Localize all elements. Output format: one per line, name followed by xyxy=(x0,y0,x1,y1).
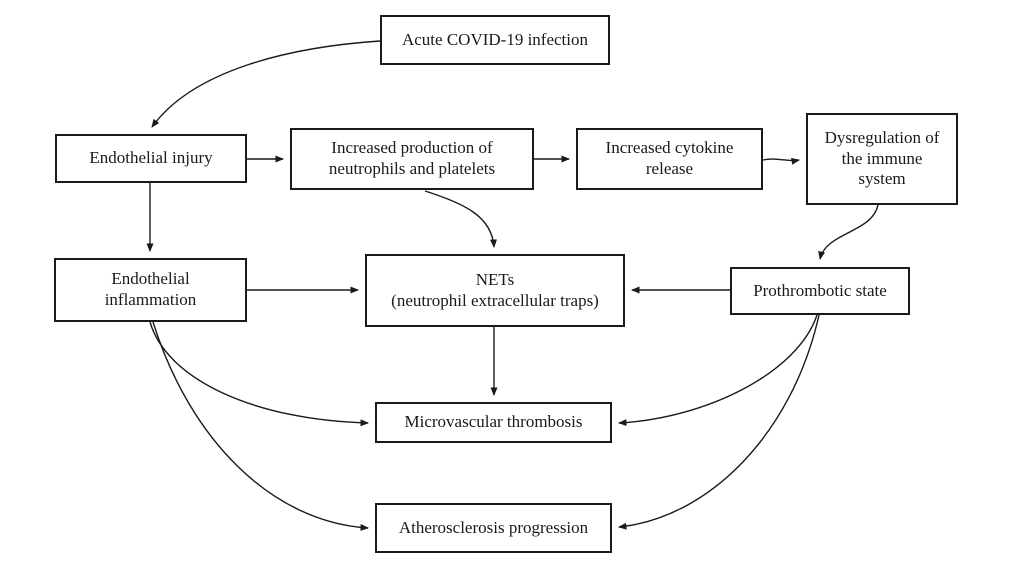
arrow-acute-covid-to-endothelial-injury xyxy=(151,40,381,128)
node-increased-production: Increased production of neutrophils and … xyxy=(290,128,534,190)
node-atherosclerosis-progression: Atherosclerosis progression xyxy=(375,503,612,553)
arrow-endothelial-inflammation-to-microvascular-thrombosis xyxy=(149,321,369,427)
node-prothrombotic-state: Prothrombotic state xyxy=(730,267,910,315)
arrow-prothrombotic-state-to-microvascular-thrombosis xyxy=(618,314,818,427)
arrow-increased-production-to-nets xyxy=(424,190,498,248)
node-microvascular-thrombosis: Microvascular thrombosis xyxy=(375,402,612,443)
arrow-immune-dysregulation-to-prothrombotic-state xyxy=(818,204,879,260)
arrow-prothrombotic-state-to-atherosclerosis xyxy=(618,314,820,530)
node-increased-cytokine-release: Increased cytokine release xyxy=(576,128,763,190)
node-endothelial-inflammation: Endothelial inflammation xyxy=(54,258,247,322)
node-endothelial-injury: Endothelial injury xyxy=(55,134,247,183)
arrow-endothelial-inflammation-to-atherosclerosis xyxy=(152,321,369,532)
node-immune-dysregulation: Dysregulation of the immune system xyxy=(806,113,958,205)
node-nets: NETs (neutrophil extracellular traps) xyxy=(365,254,625,327)
arrow-cytokine-release-to-immune-dysregulation xyxy=(762,157,800,165)
node-acute-covid-infection: Acute COVID-19 infection xyxy=(380,15,610,65)
